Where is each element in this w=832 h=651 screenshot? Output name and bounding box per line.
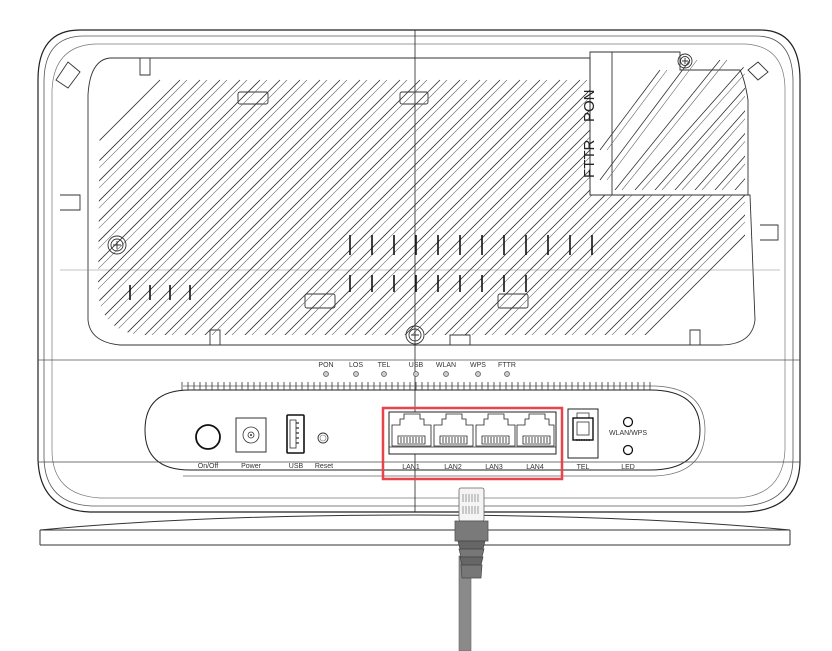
led-fttr-icon — [504, 371, 510, 377]
led-tel-icon — [381, 371, 387, 377]
indicator-label-wps: WPS — [470, 362, 486, 369]
router-body — [37, 29, 801, 513]
led-pon-icon — [323, 371, 329, 377]
led-wps-icon — [475, 371, 481, 377]
indicator-label-los: LOS — [349, 362, 363, 369]
pon-side-label: PON — [581, 89, 598, 122]
ethernet-cable — [454, 487, 489, 651]
lan3-label: LAN3 — [485, 464, 503, 471]
lan1-label: LAN1 — [402, 464, 420, 471]
lan3-port[interactable] — [475, 413, 516, 447]
tel-port[interactable] — [567, 408, 599, 459]
lan4-label: LAN4 — [526, 464, 544, 471]
screw-icon — [107, 53, 693, 345]
power-jack[interactable] — [235, 417, 267, 453]
rj45-plug-icon — [454, 487, 489, 579]
side-vent-grille — [599, 59, 745, 190]
indicator-row: PON LOS TEL USB WLAN WPS FTTR — [318, 362, 516, 377]
vent-grille — [98, 79, 745, 335]
lan-highlight-box — [381, 406, 564, 481]
lan2-port[interactable] — [433, 413, 474, 447]
indicator-label-tel: TEL — [378, 362, 391, 369]
usb-port[interactable] — [286, 414, 305, 454]
side-panel — [589, 51, 749, 196]
led-wlan-icon — [443, 371, 449, 377]
antenna-clip-icon — [55, 61, 769, 89]
indicator-label-wlan: WLAN — [436, 362, 456, 369]
led-label: LED — [621, 464, 635, 471]
indicator-label-fttr: FTTR — [498, 362, 516, 369]
lan2-label: LAN2 — [444, 464, 462, 471]
lan4-port[interactable] — [516, 413, 555, 447]
led-button[interactable] — [622, 444, 634, 456]
lan-port-block — [388, 411, 557, 455]
led-los-icon — [353, 371, 359, 377]
port-panel — [38, 382, 800, 477]
power-switch-button[interactable] — [195, 424, 221, 450]
led-usb-icon — [413, 371, 419, 377]
wlan-wps-label: WLAN/WPS — [609, 430, 647, 437]
usb-label: USB — [289, 463, 304, 470]
top-panel — [60, 57, 780, 346]
indicator-label-usb: USB — [409, 362, 424, 369]
reset-button[interactable] — [317, 432, 329, 444]
lan1-port[interactable] — [391, 413, 432, 447]
power-label: Power — [241, 463, 262, 470]
base-stand — [39, 514, 791, 546]
fttr-side-label: FTTR — [581, 140, 598, 178]
onoff-label: On/Off — [198, 463, 219, 470]
wlan-wps-button[interactable] — [622, 416, 634, 428]
tel-label: TEL — [577, 464, 590, 471]
indicator-label-pon: PON — [318, 362, 333, 369]
reset-label: Reset — [315, 463, 333, 470]
